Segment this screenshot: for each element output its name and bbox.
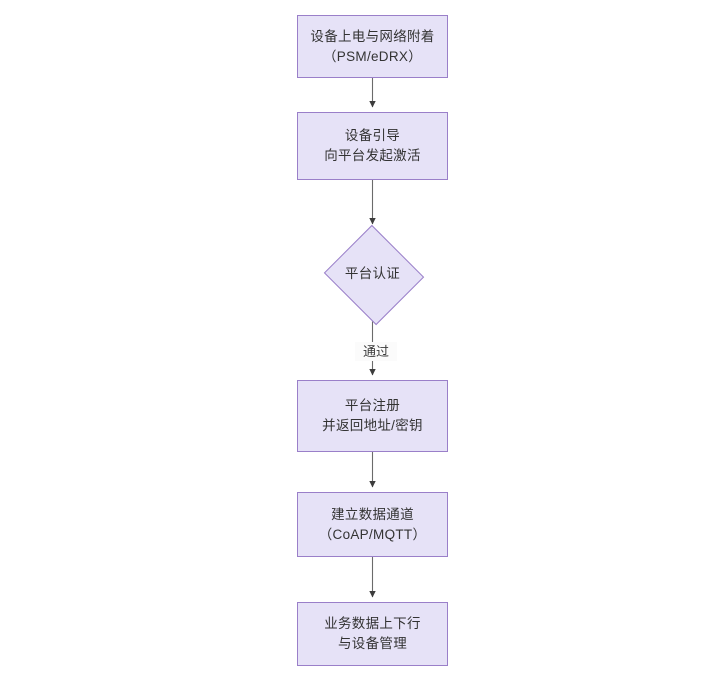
node-line: 向平台发起激活 [324,148,421,163]
node-line: （PSM/eDRX） [322,48,423,64]
node-establish-data-channel[interactable]: 建立数据通道 （CoAP/MQTT） [297,492,448,557]
node-line: （CoAP/MQTT） [318,526,427,542]
node-line: 设备上电与网络附着 [310,28,435,44]
node-line: 平台注册 [344,398,401,413]
node-device-power-on[interactable]: 设备上电与网络附着 （PSM/eDRX） [297,15,448,78]
node-platform-register[interactable]: 平台注册 并返回地址/密钥 [297,380,448,452]
edge-label-pass: 通过 [355,342,397,361]
node-line: 建立数据通道 [331,506,414,522]
node-business-data-and-device-mgmt[interactable]: 业务数据上下行 与设备管理 [297,602,448,666]
node-line: 与设备管理 [338,636,407,651]
node-line: 设备引导 [344,128,401,143]
node-line: 业务数据上下行 [324,616,421,631]
node-line: 平台认证 [344,266,401,281]
node-platform-auth-decision[interactable]: 平台认证 [320,224,425,326]
node-line: 并返回地址/密钥 [322,418,423,433]
node-device-bootstrap[interactable]: 设备引导 向平台发起激活 [297,112,448,180]
